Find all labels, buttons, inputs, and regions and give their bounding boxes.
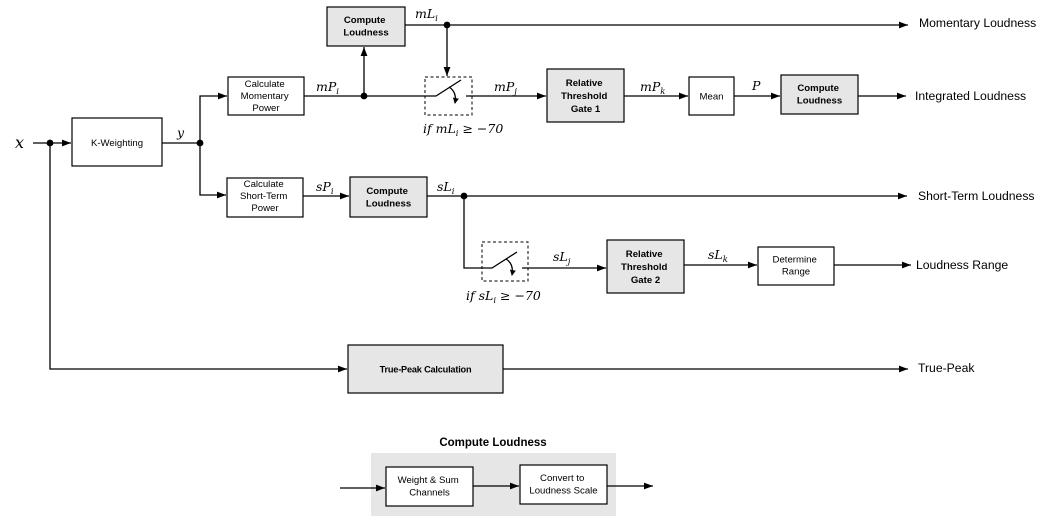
block-compute-loudness-short-term: Compute Loudness [349, 176, 428, 218]
block-compute-loudness-momentary: Compute Loudness [326, 6, 406, 47]
output-momentary-loudness: Momentary Loudness [919, 16, 1036, 30]
condition-label-momentary: if mLi ≥ −70 [423, 121, 503, 139]
signal-label-p: P [751, 78, 761, 93]
block-true-peak-calculation: True-Peak Calculation [347, 344, 504, 394]
svg-text:Calculate Short-Term: Calculate Short-Term Power [240, 179, 290, 214]
block-relative-threshold-gate-2: Relative Threshold Gate 2 [606, 239, 685, 294]
curved-arrow-icon [505, 258, 516, 276]
switch-icon [425, 79, 462, 97]
block-determine-range: Determine Range [757, 246, 835, 286]
block-mean: Mean [688, 76, 735, 116]
block-compute-loudness-integrated: Compute Loudness [780, 74, 859, 115]
wire-y-to-short-term-power [199, 143, 226, 199]
signal-label-spi: sPi [316, 179, 334, 197]
svg-text:Determine Range: Determine Range [773, 255, 820, 278]
legend-block-convert-to-loudness-scale: Convert to Loudness Scale [519, 464, 608, 505]
block-k-weighting: K-Weighting [71, 117, 163, 167]
signal-label-slk: sLk [708, 247, 728, 265]
svg-text:Weight & Sum Channels: Weight & Sum Channels [398, 475, 462, 499]
svg-text:K-Weighting: K-Weighting [91, 138, 143, 149]
signal-label-mpj: mPj [494, 79, 517, 97]
switch-icon [482, 251, 518, 269]
svg-text:Relative Threshold: Relative Threshold Gate 2 [621, 249, 670, 286]
output-integrated-loudness: Integrated Loudness [915, 89, 1026, 103]
output-short-term-loudness: Short-Term Loudness [918, 189, 1035, 203]
signal-label-mli: mLi [415, 6, 438, 24]
output-loudness-range: Loudness Range [916, 258, 1008, 272]
svg-text:Compute Loudness: Compute Loudness [797, 83, 842, 107]
output-true-peak: True-Peak [918, 361, 975, 375]
signal-label-slj: sLj [553, 249, 571, 267]
svg-text:Convert to Loudness Sc: Convert to Loudness Scale [529, 473, 597, 497]
gate-switch-momentary [424, 76, 473, 116]
signal-label-y: y [176, 125, 185, 140]
svg-text:True-Peak Calculation: True-Peak Calculation [380, 365, 472, 375]
curved-arrow-icon [448, 86, 459, 104]
wire-sli-to-gate-switch [463, 196, 482, 269]
svg-text:Relative Threshold: Relative Threshold Gate 1 [561, 78, 610, 115]
signal-label-sli: sLi [437, 179, 455, 197]
wire-y-to-momentary-power [199, 92, 227, 143]
block-relative-threshold-gate-1: Relative Threshold Gate 1 [546, 68, 625, 123]
block-calculate-momentary-power: Calculate Momentary Power [227, 76, 305, 116]
legend-compute-loudness: Compute Loudness Weight & Sum Channels C… [340, 437, 653, 516]
condition-label-short-term: if sLi ≥ −70 [466, 288, 541, 306]
legend-block-weight-sum-channels: Weight & Sum Channels [385, 466, 474, 507]
signal-label-mpk: mPk [640, 79, 665, 97]
block-calculate-short-term-power: Calculate Short-Term Power [226, 177, 304, 218]
svg-text:Compute Loudness: Compute Loudness [343, 15, 388, 39]
gate-switch-short-term [481, 241, 529, 282]
svg-text:Calculate Momentary: Calculate Momentary Power [241, 79, 292, 114]
signal-label-mpi: mPi [316, 79, 339, 97]
svg-text:Compute Loudness: Compute Loudness [366, 186, 411, 210]
legend-title: Compute Loudness [439, 437, 546, 449]
input-signal-label: x [15, 133, 24, 152]
svg-text:Mean: Mean [700, 92, 724, 103]
wire-input-to-true-peak [49, 143, 347, 373]
